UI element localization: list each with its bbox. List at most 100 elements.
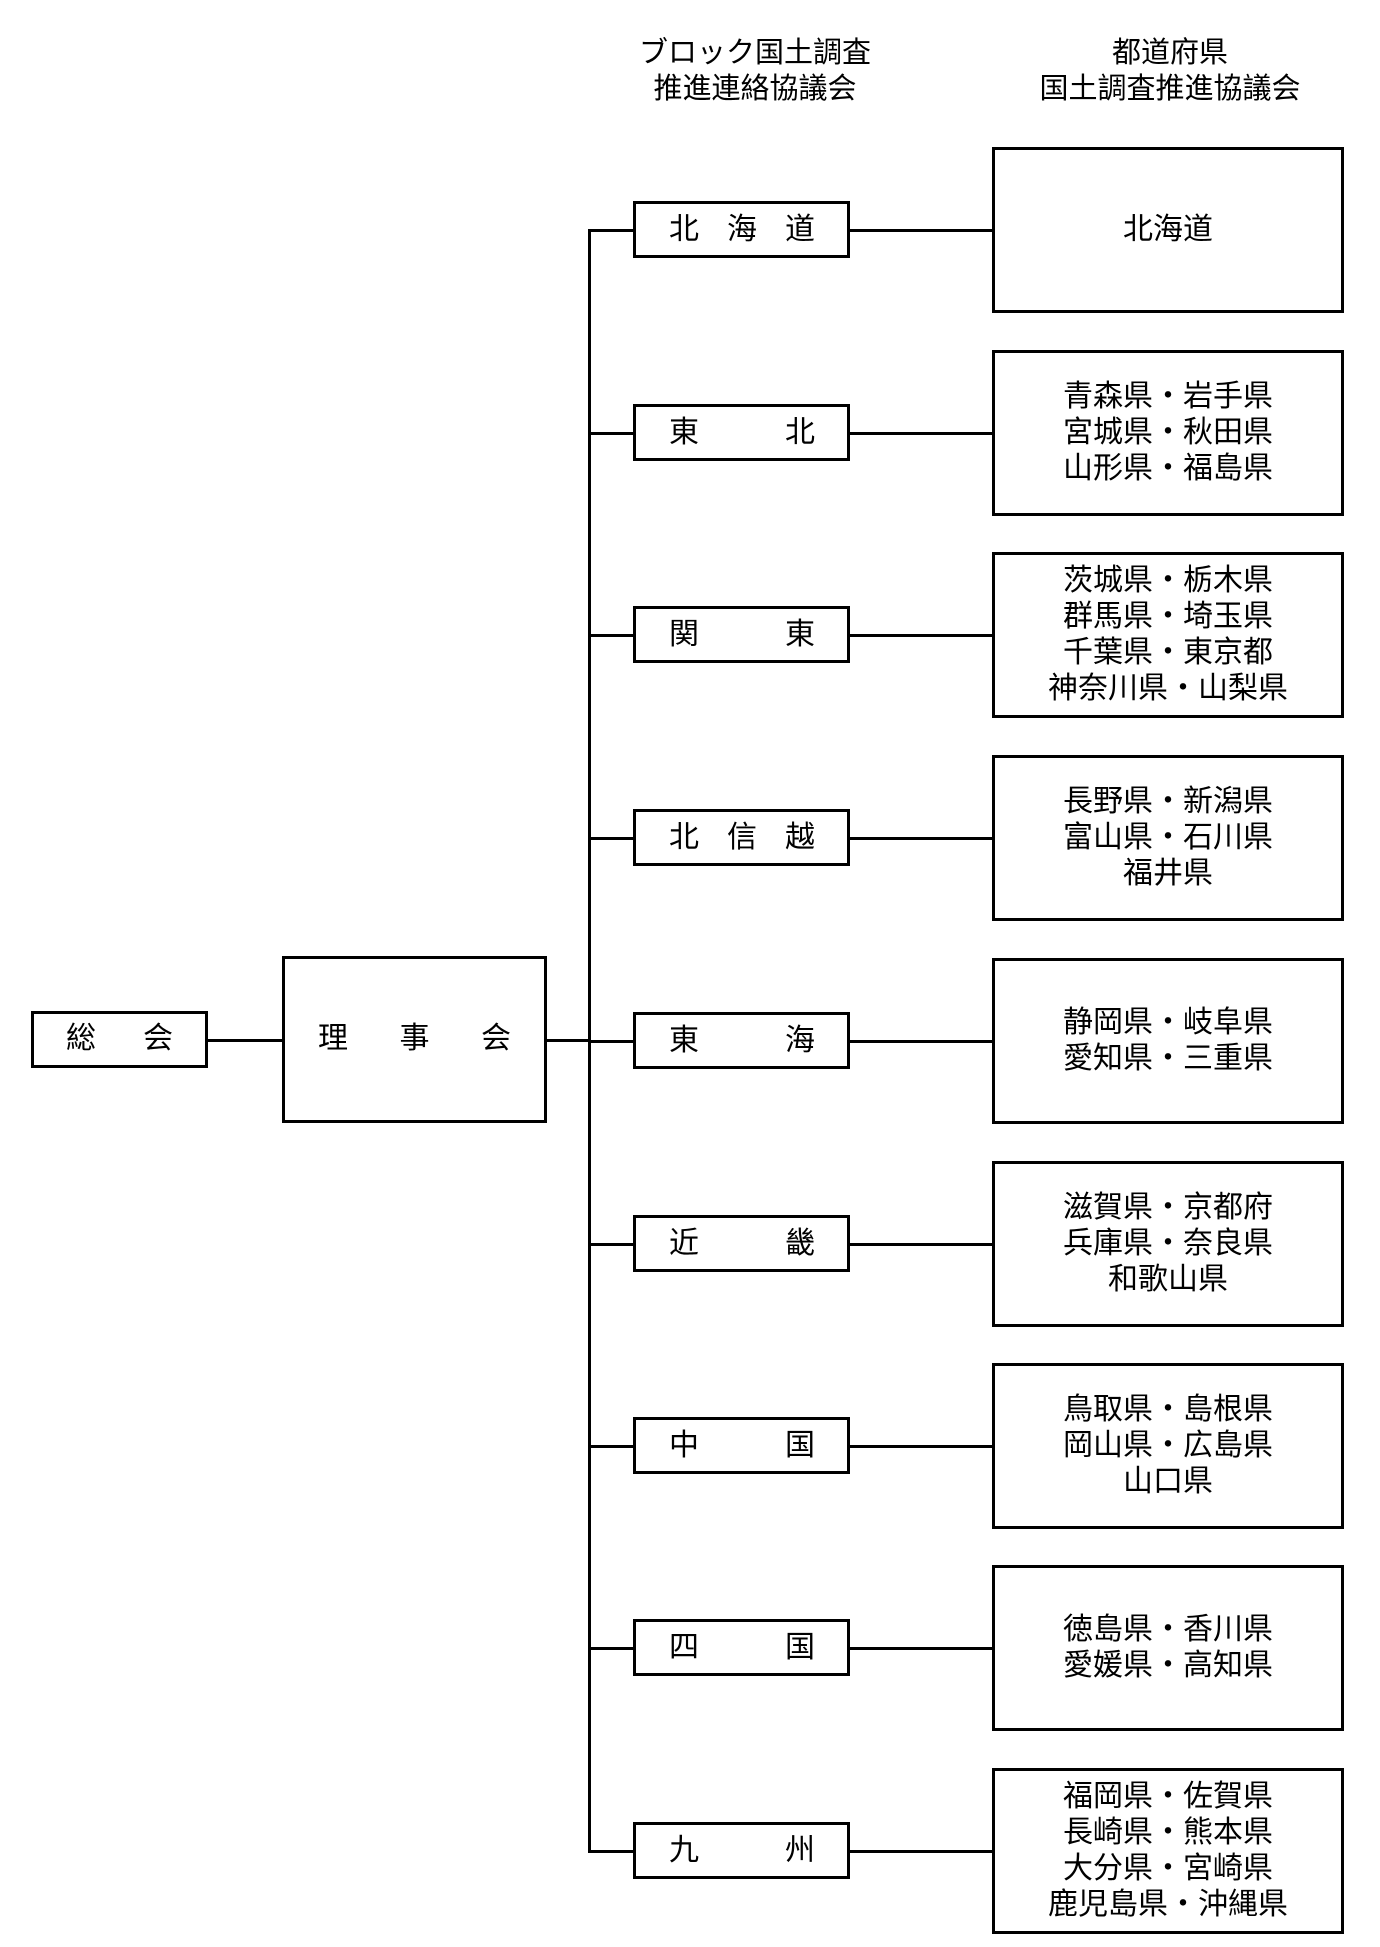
- block-label-char: 中: [669, 1428, 699, 1463]
- block-council-header-line-1: ブロック国土調査: [638, 35, 871, 69]
- block-box-hokkaido: [633, 201, 850, 258]
- block-label-char: 近: [669, 1226, 699, 1261]
- prefecture-line: 山口県: [1123, 1464, 1213, 1499]
- board-char: 理: [318, 1021, 348, 1056]
- prefecture-line: 岡山県・広島県: [1063, 1428, 1273, 1463]
- prefecture-line: 長崎県・熊本県: [1063, 1815, 1273, 1850]
- branch-kyushu: [588, 1850, 634, 1853]
- branch-hokushinetsu: [588, 837, 634, 840]
- board-char: 事: [399, 1021, 430, 1056]
- block-box-kanto: [633, 606, 850, 663]
- block-label-char: 畿: [785, 1226, 815, 1261]
- prefecture-line: 静岡県・岐阜県: [1063, 1005, 1273, 1040]
- connector-kinki-prefectures: [850, 1243, 994, 1246]
- prefecture-line: 徳島県・香川県: [1063, 1612, 1273, 1647]
- prefecture-box-hokushinetsu: 長野県・新潟県富山県・石川県福井県: [992, 755, 1344, 921]
- block-label-char: 海: [727, 212, 757, 247]
- block-label-chugoku: 中国: [669, 1431, 815, 1461]
- prefecture-line: 茨城県・栃木県: [1063, 563, 1273, 598]
- block-label-char: 東: [669, 415, 699, 450]
- prefecture-box-kinki: 滋賀県・京都府兵庫県・奈良県和歌山県: [992, 1161, 1344, 1327]
- block-council-header-line-2: 推進連絡協議会: [653, 71, 857, 105]
- block-label-char: 東: [669, 1023, 699, 1058]
- prefecture-line: 千葉県・東京都: [1063, 635, 1273, 670]
- prefecture-line: 宮城県・秋田県: [1063, 415, 1273, 450]
- block-council-header: ブロック国土調査 推進連絡協議会: [600, 34, 910, 106]
- branch-kanto: [588, 634, 634, 637]
- prefecture-council-header-line-2: 国土調査推進協議会: [1039, 71, 1301, 105]
- prefecture-line: 山形県・福島県: [1063, 451, 1273, 486]
- branch-hokkaido: [588, 229, 634, 232]
- block-box-chugoku: [633, 1417, 850, 1474]
- block-label-char: 北: [669, 212, 699, 247]
- block-label-char: 北: [785, 415, 815, 450]
- block-label-tohoku: 東北: [669, 418, 815, 448]
- branch-tokai: [588, 1040, 634, 1043]
- connector-chugoku-prefectures: [850, 1445, 994, 1448]
- connector-kyushu-prefectures: [850, 1850, 994, 1853]
- block-label-char: 国: [785, 1428, 815, 1463]
- block-label-hokkaido: 北海道: [669, 215, 815, 245]
- general-assembly-char: 総: [66, 1021, 96, 1056]
- prefecture-box-hokkaido: 北海道: [992, 147, 1344, 313]
- prefecture-box-tokai: 静岡県・岐阜県愛知県・三重県: [992, 958, 1344, 1124]
- branch-shikoku: [588, 1647, 634, 1650]
- block-box-hokushinetsu: [633, 809, 850, 866]
- general-assembly-box: [31, 1011, 208, 1068]
- block-label-kinki: 近畿: [669, 1229, 815, 1259]
- prefecture-box-kyushu: 福岡県・佐賀県長崎県・熊本県大分県・宮崎県鹿児島県・沖縄県: [992, 1768, 1344, 1934]
- connector-hokushinetsu-prefectures: [850, 837, 994, 840]
- block-label-char: 九: [669, 1833, 699, 1868]
- prefecture-box-kanto: 茨城県・栃木県群馬県・埼玉県千葉県・東京都神奈川県・山梨県: [992, 552, 1344, 718]
- board-of-directors-box: [282, 956, 547, 1123]
- branch-kinki: [588, 1243, 634, 1246]
- prefecture-line: 福井県: [1123, 856, 1213, 891]
- prefecture-line: 福岡県・佐賀県: [1063, 1779, 1273, 1814]
- prefecture-box-shikoku: 徳島県・香川県愛媛県・高知県: [992, 1565, 1344, 1731]
- connector-shikoku-prefectures: [850, 1647, 994, 1650]
- connector-tokai-prefectures: [850, 1040, 994, 1043]
- block-label-char: 信: [727, 820, 757, 855]
- branch-chugoku: [588, 1445, 634, 1448]
- prefecture-box-chugoku: 鳥取県・島根県岡山県・広島県山口県: [992, 1363, 1344, 1529]
- prefecture-line: 愛知県・三重県: [1063, 1041, 1273, 1076]
- block-label-hokushinetsu: 北信越: [669, 823, 815, 853]
- board-char: 会: [481, 1021, 511, 1056]
- block-label-char: 関: [669, 617, 699, 652]
- block-label-shikoku: 四国: [669, 1633, 815, 1663]
- block-label-char: 越: [785, 820, 815, 855]
- prefecture-line: 青森県・岩手県: [1063, 379, 1273, 414]
- block-label-kyushu: 九州: [669, 1836, 815, 1866]
- prefecture-council-header-line-1: 都道府県: [1111, 35, 1228, 69]
- block-box-kyushu: [633, 1822, 850, 1879]
- prefecture-line: 長野県・新潟県: [1063, 784, 1273, 819]
- prefecture-box-tohoku: 青森県・岩手県宮城県・秋田県山形県・福島県: [992, 350, 1344, 516]
- block-label-char: 道: [785, 212, 815, 247]
- connector-tohoku-prefectures: [850, 432, 994, 435]
- connector-board-trunk: [547, 1039, 591, 1042]
- prefecture-line: 滋賀県・京都府: [1063, 1190, 1273, 1225]
- prefecture-council-header: 都道府県 国土調査推進協議会: [1000, 34, 1340, 106]
- prefecture-line: 鳥取県・島根県: [1063, 1392, 1273, 1427]
- block-label-char: 州: [785, 1833, 815, 1868]
- prefecture-line: 和歌山県: [1108, 1262, 1228, 1297]
- prefecture-line: 兵庫県・奈良県: [1063, 1226, 1273, 1261]
- prefecture-line: 北海道: [1123, 212, 1213, 247]
- block-box-tokai: [633, 1012, 850, 1069]
- prefecture-line: 大分県・宮崎県: [1063, 1851, 1273, 1886]
- block-label-kanto: 関東: [669, 620, 815, 650]
- block-label-char: 東: [785, 617, 815, 652]
- connector-kanto-prefectures: [850, 634, 994, 637]
- connector-assembly-board: [208, 1039, 283, 1042]
- block-label-char: 国: [785, 1630, 815, 1665]
- connector-hokkaido-prefectures: [850, 229, 994, 232]
- block-label-char: 北: [669, 820, 699, 855]
- block-label-tokai: 東海: [669, 1026, 815, 1056]
- prefecture-line: 鹿児島県・沖縄県: [1048, 1887, 1288, 1922]
- block-label-char: 四: [669, 1630, 699, 1665]
- general-assembly-label: 総 会: [66, 1024, 173, 1054]
- branch-tohoku: [588, 432, 634, 435]
- prefecture-line: 群馬県・埼玉県: [1063, 599, 1273, 634]
- prefecture-line: 神奈川県・山梨県: [1048, 671, 1288, 706]
- block-box-kinki: [633, 1215, 850, 1272]
